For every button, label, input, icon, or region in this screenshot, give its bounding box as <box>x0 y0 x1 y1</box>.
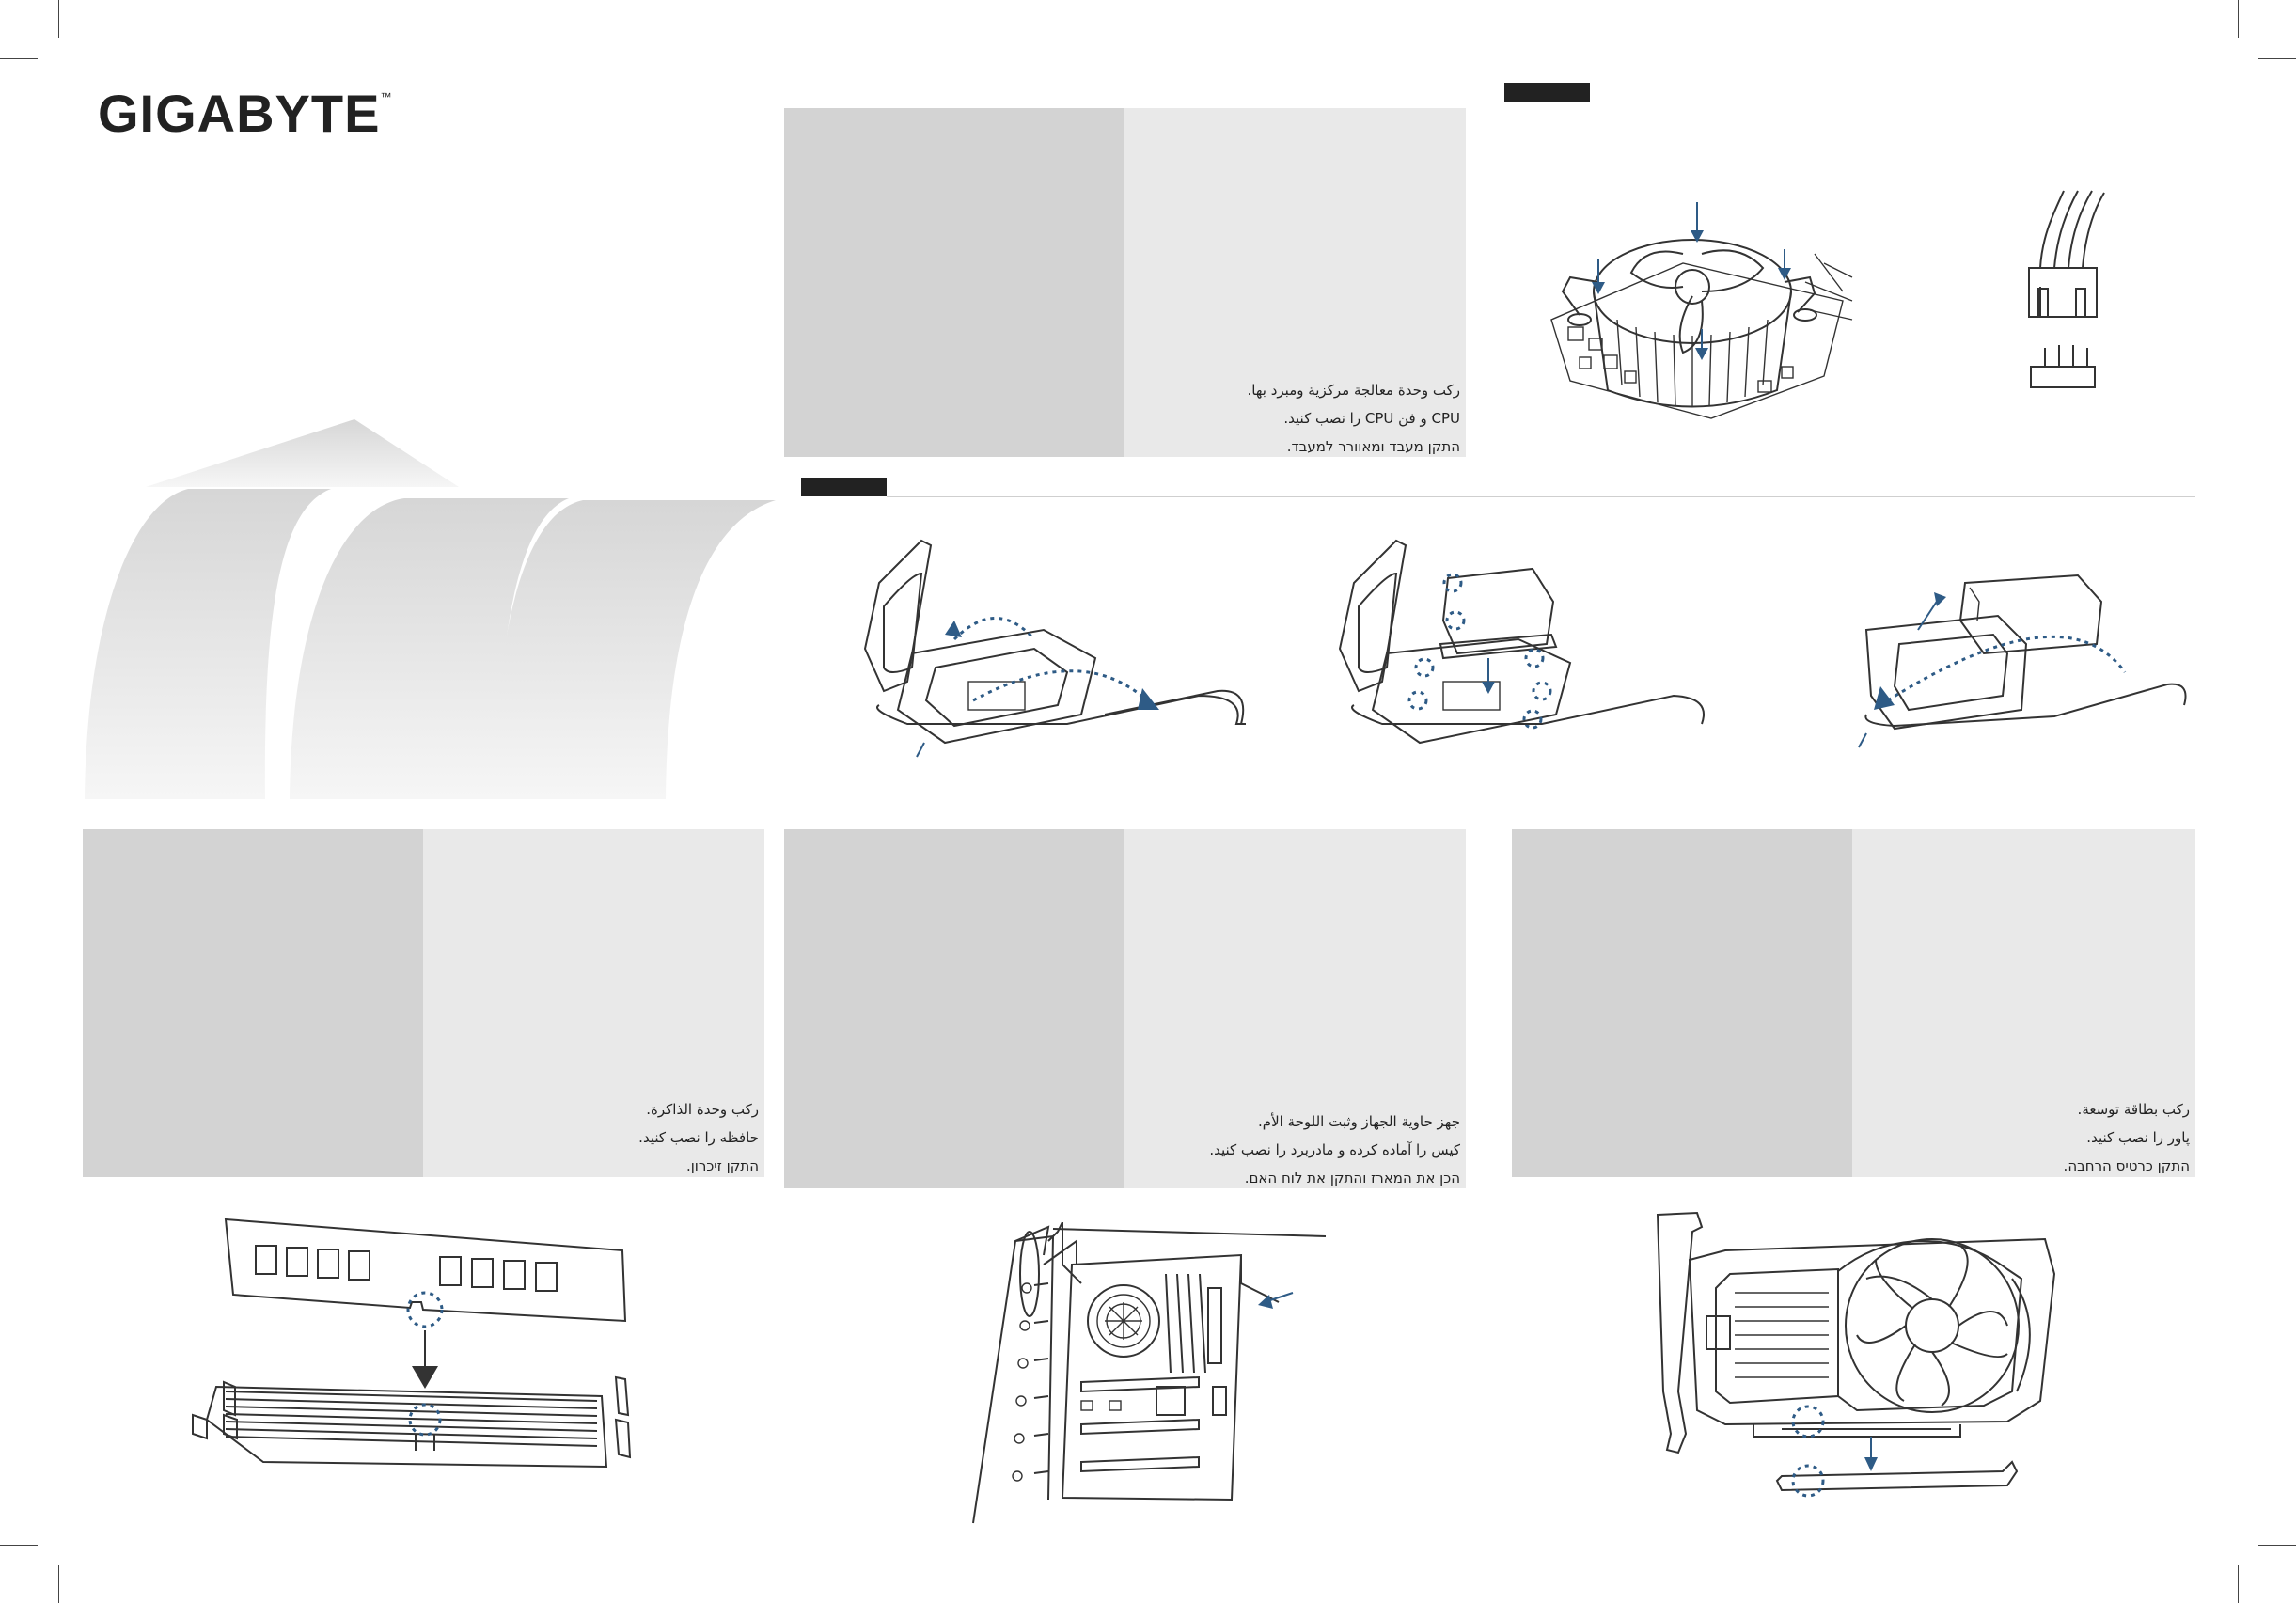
memory-panel-dark <box>83 829 423 1177</box>
motherboard-captions: جهز حاوية الجهاز وثبت اللوحة الأم. کیس ر… <box>1133 1108 1460 1192</box>
section-tab <box>801 478 887 496</box>
expansion-captions: ركب بطاقة توسعة. پاور را نصب کنید. התקן … <box>1861 1095 2190 1180</box>
cpu-caption-he: התקן מעבד ומאוורר למעבד. <box>1286 438 1460 455</box>
memory-caption-ar: ركب وحدة الذاكرة. <box>646 1101 759 1118</box>
crop-mark <box>2258 58 2296 59</box>
expansion-panel-light <box>1852 829 2195 1177</box>
section-tab <box>1504 83 1590 102</box>
memory-module-illustration <box>192 1218 632 1469</box>
cpu-caption-fa: CPU و فن CPU را نصب کنید. <box>1283 410 1460 427</box>
motherboard-panel-light <box>1124 829 1466 1188</box>
crop-mark <box>2238 0 2239 38</box>
memory-panel-light <box>423 829 764 1177</box>
cpu-cooler-illustration <box>1550 202 1853 419</box>
crop-mark <box>2258 1545 2296 1546</box>
memory-caption-fa: حافظه را نصب کنید. <box>638 1129 759 1146</box>
expansion-caption-fa: پاور را نصب کنید. <box>2086 1129 2190 1146</box>
crop-mark <box>0 1545 38 1546</box>
cpu-socket-illustration <box>1338 539 1705 745</box>
crop-mark <box>58 0 59 38</box>
motherboard-panel-dark <box>784 829 1124 1188</box>
expansion-caption-he: התקן כרטיס הרחבה. <box>2063 1157 2190 1174</box>
arrow-graphic <box>85 419 776 799</box>
gigabyte-logo: GIGABYTE™ <box>98 84 392 143</box>
section-rule <box>887 496 2195 497</box>
cpu-socket-illustration <box>863 539 1246 758</box>
graphics-card-illustration <box>1656 1211 2056 1498</box>
cpu-caption-ar: ركب وحدة معالجة مركزية ومبرد بها. <box>1247 382 1460 399</box>
cpu-captions: ركب وحدة معالجة مركزية ومبرد بها. CPU و … <box>1133 376 1460 461</box>
cpu-panel-light <box>1124 108 1466 457</box>
chassis-illustration <box>972 1221 1327 1524</box>
crop-mark <box>2238 1565 2239 1603</box>
motherboard-caption-fa: کیس را آماده کرده و مادربرد را نصب کنید. <box>1209 1141 1460 1158</box>
memory-captions: ركب وحدة الذاكرة. حافظه را نصب کنید. התק… <box>432 1095 759 1180</box>
memory-caption-he: התקן זיכרון. <box>685 1157 759 1174</box>
crop-mark <box>58 1565 59 1603</box>
crop-mark <box>0 58 38 59</box>
fan-connector-illustration <box>2028 190 2105 388</box>
expansion-caption-ar: ركب بطاقة توسعة. <box>2077 1101 2190 1118</box>
cpu-panel-dark <box>784 108 1124 457</box>
motherboard-caption-ar: جهز حاوية الجهاز وثبت اللوحة الأم. <box>1258 1113 1460 1130</box>
motherboard-caption-he: הכן את המארז והתקן את לוח האם. <box>1244 1170 1460 1187</box>
cpu-socket-illustration <box>1858 574 2187 748</box>
expansion-panel-dark <box>1512 829 1852 1177</box>
